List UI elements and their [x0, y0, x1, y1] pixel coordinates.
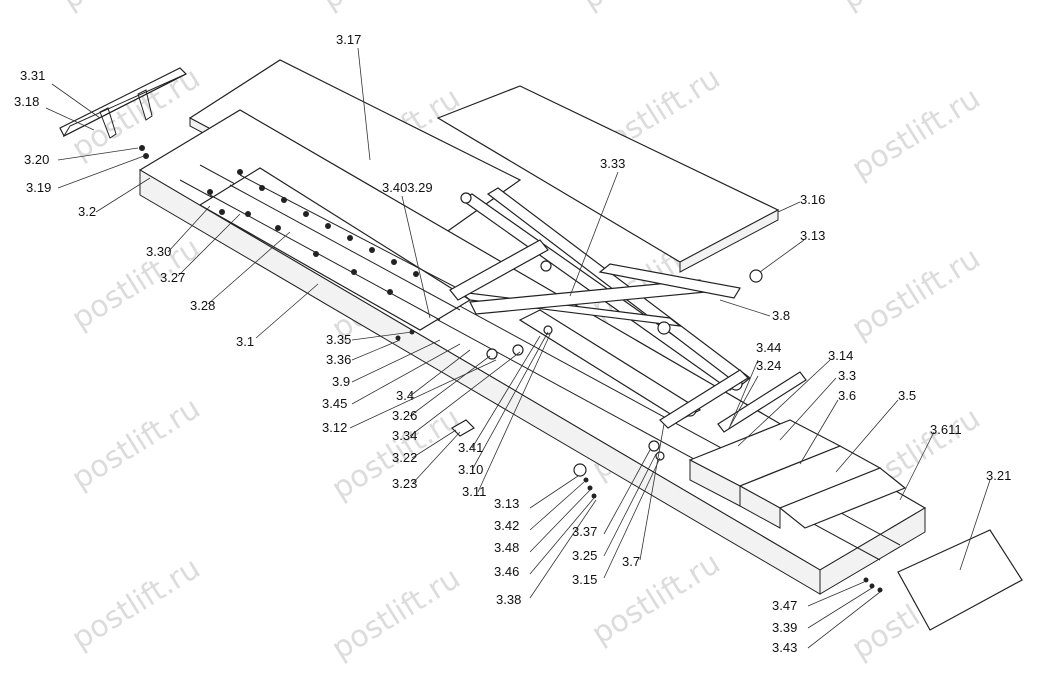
watermark: postlift.ru [326, 561, 467, 667]
label-3-20: 3.20 [24, 152, 49, 167]
label-3-46: 3.46 [494, 564, 519, 579]
label-3-33: 3.33 [600, 156, 625, 171]
watermark: postlift.ru [836, 0, 977, 17]
label-3-7: 3.7 [622, 554, 640, 569]
leader-lines [45, 47, 991, 649]
part-labels: 3.31 3.18 3.20 3.19 3.2 3.30 3.27 3.28 3… [14, 32, 1011, 655]
label-3-15: 3.15 [572, 572, 597, 587]
label-3-17: 3.17 [336, 32, 361, 47]
label-3-34: 3.34 [392, 428, 417, 443]
label-3-48: 3.48 [494, 540, 519, 555]
label-3-37: 3.37 [572, 524, 597, 539]
watermark: postlift.ru [846, 81, 987, 187]
small-parts [139, 145, 883, 593]
label-3-24: 3.24 [756, 358, 781, 373]
label-3-36: 3.36 [326, 352, 351, 367]
label-3-23: 3.23 [392, 476, 417, 491]
watermark: postlift.ru [66, 231, 207, 337]
label-3-19: 3.19 [26, 180, 51, 195]
watermark: postlift.ru [586, 546, 727, 652]
label-3-27: 3.27 [160, 270, 185, 285]
label-3-42: 3.42 [494, 518, 519, 533]
label-3-2: 3.2 [78, 204, 96, 219]
label-3-13-bottom: 3.13 [494, 496, 519, 511]
label-3-13-top: 3.13 [800, 228, 825, 243]
cover-plate-3-21 [897, 529, 1023, 631]
label-3-6-11: 3.611 [930, 422, 962, 437]
label-3-45: 3.45 [322, 396, 347, 411]
label-3-44: 3.44 [756, 340, 781, 355]
watermark: postlift.ru [66, 551, 207, 657]
label-3-18: 3.18 [14, 94, 39, 109]
label-3-47: 3.47 [772, 598, 797, 613]
label-3-4: 3.4 [396, 388, 414, 403]
label-3-30: 3.30 [146, 244, 171, 259]
watermark: postlift.ru [56, 0, 197, 17]
label-3-12: 3.12 [322, 420, 347, 435]
label-3-28: 3.28 [190, 298, 215, 313]
label-3-6: 3.6 [838, 388, 856, 403]
label-3-31: 3.31 [20, 68, 45, 83]
label-3-40-3-29: 3.403.29 [382, 180, 433, 195]
label-3-14: 3.14 [828, 348, 853, 363]
watermark: postlift.ru [576, 0, 717, 17]
bracket-3-22 [451, 419, 475, 437]
scissor-arms-3-33 [457, 187, 751, 421]
label-3-5: 3.5 [898, 388, 916, 403]
label-3-25: 3.25 [572, 548, 597, 563]
label-3-8: 3.8 [772, 308, 790, 323]
label-3-1: 3.1 [236, 334, 254, 349]
label-3-35: 3.35 [326, 332, 351, 347]
label-3-38: 3.38 [496, 592, 521, 607]
label-3-39: 3.39 [772, 620, 797, 635]
nut-3-13-bottom [573, 463, 587, 477]
label-3-43: 3.43 [772, 640, 797, 655]
label-3-9: 3.9 [332, 374, 350, 389]
platform-segments-3-5 [688, 419, 907, 529]
label-3-10: 3.10 [458, 462, 483, 477]
cylinder-3-8 [449, 239, 741, 301]
nut-3-13-top [749, 269, 763, 283]
watermark: postlift.ru [316, 0, 457, 17]
label-3-16: 3.16 [800, 192, 825, 207]
label-3-3: 3.3 [838, 368, 856, 383]
label-3-21: 3.21 [986, 468, 1011, 483]
rollers [207, 169, 419, 295]
label-3-26: 3.26 [392, 408, 417, 423]
crossbar-3-14 [659, 369, 807, 433]
watermark: postlift.ru [846, 241, 987, 347]
label-3-41: 3.41 [458, 440, 483, 455]
label-3-22: 3.22 [392, 450, 417, 465]
watermark: postlift.ru [66, 391, 207, 497]
platform-3-16 [436, 85, 780, 273]
label-3-11: 3.11 [462, 484, 486, 499]
ramp-3-31 [59, 67, 188, 139]
